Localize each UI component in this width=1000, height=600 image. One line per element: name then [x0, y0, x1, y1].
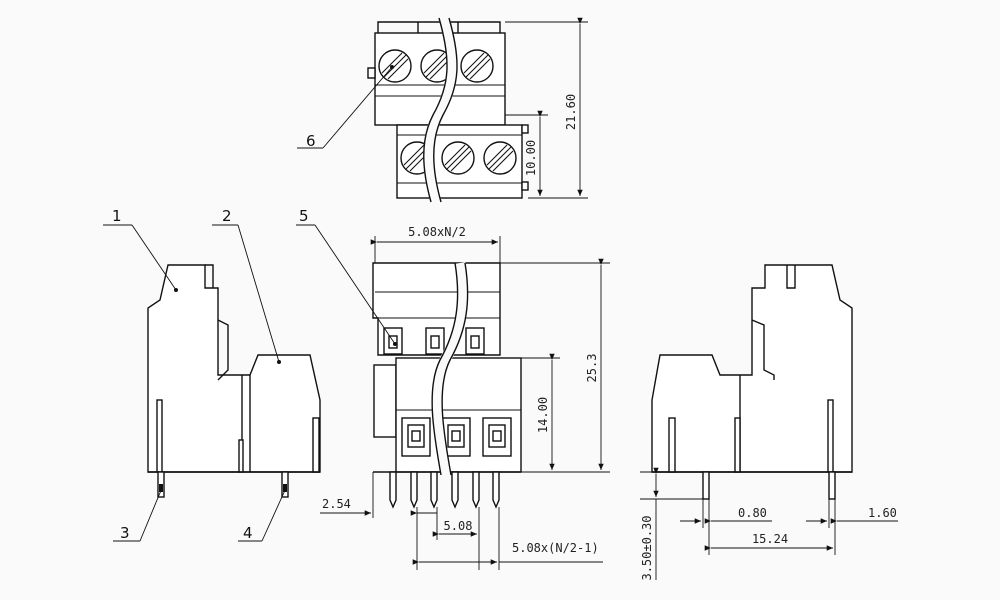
dim-top-lower: 10.00 [524, 140, 538, 176]
callout-label-2: 2 [222, 207, 232, 225]
callout-label-3: 3 [120, 524, 130, 542]
dim-pin-offset: 2.54 [322, 497, 351, 511]
dim-row-spacing: 15.24 [752, 532, 788, 546]
screw-row-upper [378, 49, 494, 83]
lower-terminal-openings [401, 417, 512, 457]
callout-2: 2 [212, 207, 281, 364]
top-view: 21.60 10.00 [367, 16, 588, 204]
upper-terminal-openings [383, 327, 485, 355]
screw-row-lower [400, 141, 517, 175]
dim-top-height: 21.60 [564, 94, 578, 130]
callout-1: 1 [103, 207, 178, 292]
right-side-view: 3.50±0.30 0.80 1.60 15.24 [640, 264, 898, 581]
callout-5: 5 [296, 207, 397, 346]
callout-4: 4 [238, 487, 287, 542]
left-side-view [147, 264, 321, 498]
front-view: 5.08xN/2 25.3 14.00 2.54 5.08 5.08x(N/2-… [320, 225, 610, 570]
dim-right-offset: 1.60 [868, 506, 897, 520]
dim-pitch: 5.08 [444, 519, 473, 533]
callout-label-1: 1 [112, 207, 122, 225]
callout-6: 6 [297, 65, 394, 150]
callout-3: 3 [113, 487, 163, 542]
callout-label-5: 5 [299, 207, 309, 225]
dim-front-lower: 14.00 [536, 397, 550, 433]
callout-label-6: 6 [306, 132, 316, 150]
front-pins [389, 471, 500, 509]
dim-front-width: 5.08xN/2 [408, 225, 466, 239]
dim-front-height: 25.3 [585, 354, 599, 383]
callout-label-4: 4 [243, 524, 253, 542]
dim-pin-length: 3.50±0.30 [640, 515, 654, 580]
dim-span: 5.08x(N/2-1) [512, 541, 599, 555]
dim-pin-width: 0.80 [738, 506, 767, 520]
